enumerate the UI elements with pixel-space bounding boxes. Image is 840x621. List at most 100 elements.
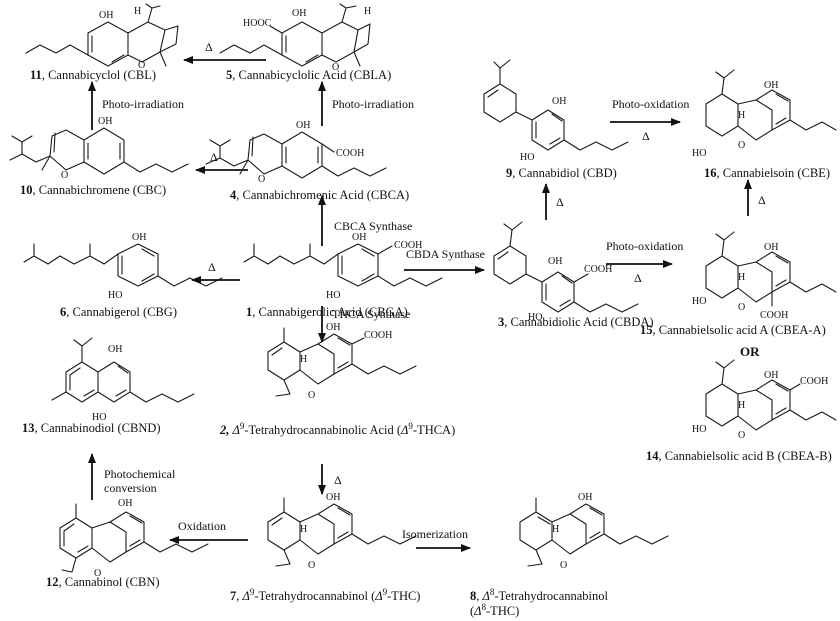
cbca-cooh-atom: COOH xyxy=(336,148,364,159)
structure-cbnd xyxy=(51,337,195,403)
structure-d9-thc xyxy=(267,497,417,567)
label-cbe: 16, Cannabielsoin (CBE) xyxy=(704,166,830,180)
structure-cbe xyxy=(705,69,837,141)
cbda-cooh-atom: COOH xyxy=(584,264,612,275)
cbga-oh-atom: OH xyxy=(352,232,366,243)
rx-delta-cbda-cbea: Δ xyxy=(634,271,642,285)
cbd-oh-atom: OH xyxy=(552,96,566,107)
structure-thca xyxy=(267,327,417,397)
cbd-ho-atom: HO xyxy=(520,152,534,163)
cbea-b-h-atom: H xyxy=(738,400,745,411)
label-cbla: 5, Cannabicyclolic Acid (CBLA) xyxy=(226,68,391,82)
rx-photochemical-line1: Photochemical xyxy=(104,467,176,481)
structure-cbl xyxy=(25,3,179,67)
cbda-oh-atom: OH xyxy=(548,256,562,267)
label-cbda: 3, Cannabidiolic Acid (CBDA) xyxy=(498,315,654,329)
cbea-b-cooh-atom: COOH xyxy=(800,376,828,387)
label-cbd: 9, Cannabidiol (CBD) xyxy=(506,166,617,180)
rx-oxidation: Oxidation xyxy=(178,519,226,533)
cbla-o-atom: O xyxy=(332,62,339,73)
label-cbca: 4, Cannabichromenic Acid (CBCA) xyxy=(230,188,409,202)
cbn-oh-atom: OH xyxy=(118,498,132,509)
label-cbl: 11, Cannabicyclol (CBL) xyxy=(30,68,156,82)
label-cbea-b: 14, Cannabielsolic acid B (CBEA-B) xyxy=(646,449,832,463)
cbca-oh-atom: OH xyxy=(296,120,310,131)
label-cbn: 12, Cannabinol (CBN) xyxy=(46,575,160,589)
cbe-ho-atom: HO xyxy=(692,148,706,159)
thca-oh-atom: OH xyxy=(326,322,340,333)
structure-d8-thc xyxy=(519,497,669,567)
thca-o-atom: O xyxy=(308,390,315,401)
label-d8-thc-line2: (Δ8-THC) xyxy=(470,602,519,618)
cbnd-ho-atom: HO xyxy=(92,412,106,423)
d8-thc-oh-atom: OH xyxy=(578,492,592,503)
cbea-a-o-atom: O xyxy=(738,302,745,313)
label-cbc: 10, Cannabichromene (CBC) xyxy=(20,183,166,197)
cbla-oh-atom: OH xyxy=(292,8,306,19)
cbc-o-atom: O xyxy=(61,170,68,181)
structure-cbda xyxy=(493,221,639,313)
structure-cbea-a xyxy=(705,231,837,307)
label-cbg: 6, Cannabigerol (CBG) xyxy=(60,305,177,319)
rx-cbca-synthase: CBCA Synthase xyxy=(334,219,412,233)
thca-cooh-atom: COOH xyxy=(364,330,392,341)
rx-photoirradiation-left: Photo-irradiation xyxy=(102,97,184,111)
rx-photoirradiation-right: Photo-irradiation xyxy=(332,97,414,111)
d9-thc-h-atom: H xyxy=(300,524,307,535)
cbg-oh-atom: OH xyxy=(132,232,146,243)
structure-cbg xyxy=(23,243,223,287)
cbl-h-atom: H xyxy=(134,6,141,17)
structure-cbga xyxy=(243,243,443,287)
rx-thca-synthase: THCA Synthase xyxy=(332,307,410,321)
cbl-oh-atom: OH xyxy=(99,10,113,21)
rx-delta-cbga-cbg: Δ xyxy=(208,260,216,274)
rx-photooxidation-bottom: Photo-oxidation xyxy=(606,239,683,253)
d8-thc-o-atom: O xyxy=(560,560,567,571)
d9-thc-o-atom: O xyxy=(308,560,315,571)
cbn-o-atom: O xyxy=(94,568,101,579)
d9-thc-oh-atom: OH xyxy=(326,492,340,503)
cbda-ho-atom: HO xyxy=(528,312,542,323)
rx-delta-cbea-cbe: Δ xyxy=(758,193,766,207)
cbea-a-oh-atom: OH xyxy=(764,242,778,253)
rx-cbda-synthase: CBDA Synthase xyxy=(406,247,485,261)
rx-delta-cbda-cbd: Δ xyxy=(556,195,564,209)
cbe-h-atom: H xyxy=(738,110,745,121)
rx-isomerization: Isomerization xyxy=(402,527,468,541)
cbga-ho-atom: HO xyxy=(326,290,340,301)
cbga-cooh-atom: COOH xyxy=(394,240,422,251)
rx-delta-cbla-cbl: Δ xyxy=(205,40,213,54)
structure-cbc xyxy=(9,127,189,175)
cbla-hooc-atom: HOOC xyxy=(243,18,272,29)
structure-cbn xyxy=(59,503,209,573)
or-label: OR xyxy=(740,344,760,359)
label-cbnd: 13, Cannabinodiol (CBND) xyxy=(22,421,161,435)
label-cbea-a: 15, Cannabielsolic acid A (CBEA-A) xyxy=(640,323,826,337)
label-cbga: 1, Cannabigerolic Acid (CBGA) xyxy=(246,305,408,319)
label-d9-thc: 7, Δ9-Tetrahydrocannabinol (Δ9-THC) xyxy=(230,587,420,603)
rx-photochemical-line2: conversion xyxy=(104,481,157,495)
cbla-h-atom: H xyxy=(364,6,371,17)
cbl-o-atom: O xyxy=(138,60,145,71)
cbea-b-ho-atom: HO xyxy=(692,424,706,435)
label-thca: 2, Δ9-Tetrahydrocannabinolic Acid (Δ9-TH… xyxy=(219,421,455,437)
cbc-oh-atom: OH xyxy=(98,116,112,127)
structure-cbca xyxy=(205,131,387,179)
rx-delta-cbca-cbc: Δ xyxy=(210,150,218,164)
thca-h-atom: H xyxy=(300,354,307,365)
rx-photooxidation-top: Photo-oxidation xyxy=(612,97,689,111)
d8-thc-h-atom: H xyxy=(552,524,559,535)
label-d8-thc: 8, Δ8-Tetrahydrocannabinol xyxy=(470,587,609,603)
structure-cbd xyxy=(483,59,629,151)
cbg-ho-atom: HO xyxy=(108,290,122,301)
cbea-a-ho-atom: HO xyxy=(692,296,706,307)
cbe-o-atom: O xyxy=(738,140,745,151)
cbea-b-o-atom: O xyxy=(738,430,745,441)
cbea-b-oh-atom: OH xyxy=(764,370,778,381)
cbea-a-h-atom: H xyxy=(738,272,745,283)
cbe-oh-atom: OH xyxy=(764,80,778,91)
cbea-a-cooh-atom: COOH xyxy=(760,310,788,321)
structure-cbla xyxy=(219,3,371,67)
